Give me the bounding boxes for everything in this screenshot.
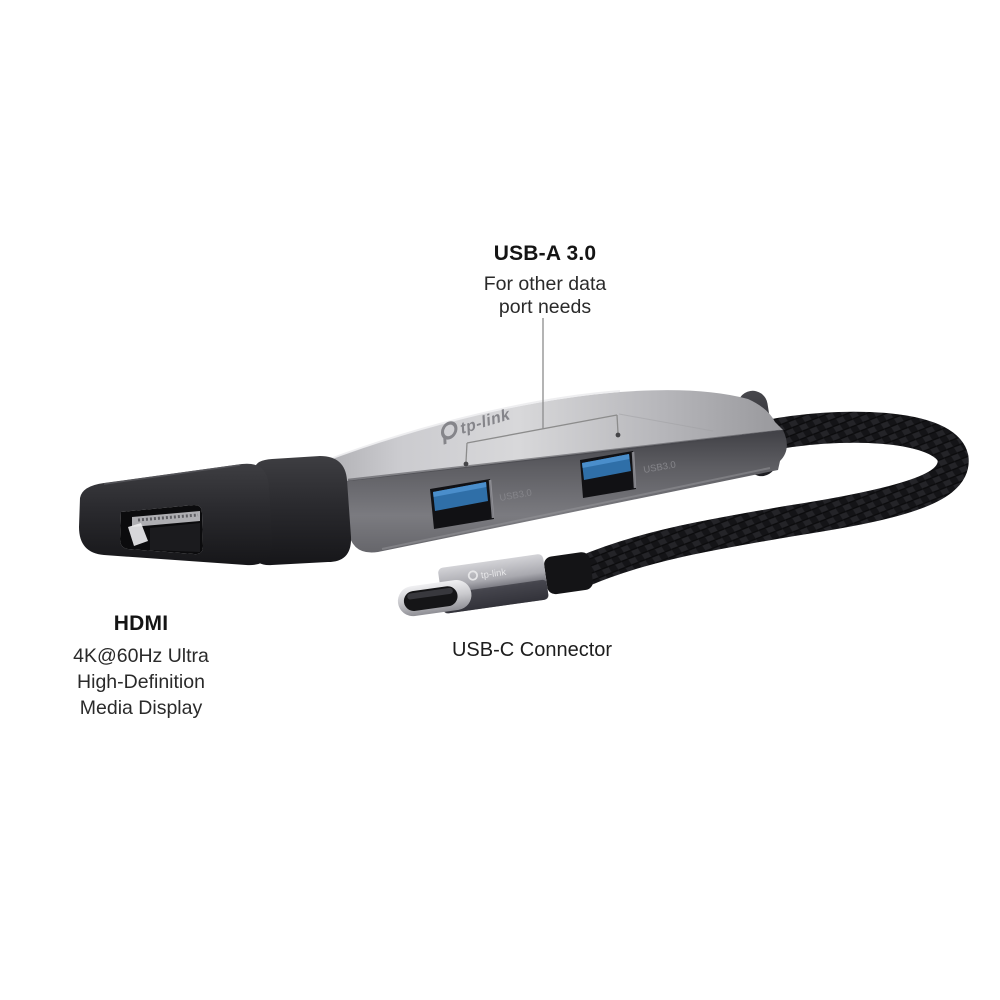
connector-logo-text: tp-link xyxy=(480,567,507,581)
usb-c-annotation-title: USB-C Connector xyxy=(451,639,613,661)
hub-ridge-line xyxy=(347,429,781,482)
usb-a-port-2 xyxy=(580,451,637,498)
hdmi-annotation-desc: 4K@60Hz Ultra High-Definition Media Disp… xyxy=(40,643,242,721)
tp-link-logo-icon xyxy=(440,421,458,440)
usb-port-tongue-highlight xyxy=(433,482,487,497)
usb-c-cable xyxy=(566,411,969,588)
connector-logo: tp-link xyxy=(467,567,507,581)
usb-c-annotation: USB-C Connector xyxy=(422,639,642,662)
usb-a-callout-drop-left xyxy=(465,442,468,463)
hub-body: tp-link USB3.0 U xyxy=(79,390,787,566)
cable-shading xyxy=(566,411,969,588)
usb-port-bevel xyxy=(488,479,495,519)
annotation-lines xyxy=(463,318,621,467)
hdmi-annotation: HDMI 4K@60Hz Ultra High-Definition Media… xyxy=(40,612,242,721)
hdmi-annotation-desc-line1: 4K@60Hz Ultra xyxy=(73,645,209,667)
usb-port-bevel xyxy=(631,451,637,489)
usb-a-annotation-desc-line1: For other data xyxy=(483,273,607,295)
hdmi-cap-edge-highlight xyxy=(103,464,241,485)
usb-c-connector: tp-link xyxy=(397,552,593,617)
usb-a-annotation-desc-line2: port needs xyxy=(498,295,592,318)
usb-a-callout-drop-right xyxy=(616,414,619,434)
connector-logo-icon xyxy=(467,570,479,581)
hdmi-port-lower xyxy=(150,523,200,552)
usb-a-annotation-desc: For other data port needs xyxy=(445,273,645,318)
hdmi-port-glint xyxy=(128,523,148,546)
hdmi-annotation-desc-line3: Media Display xyxy=(79,697,203,719)
hub-top-highlight xyxy=(303,390,621,470)
connector-tip-inner-highlight xyxy=(407,587,453,600)
hub-top-face xyxy=(302,390,783,483)
usb-a-annotation-title: USB-A 3.0 xyxy=(493,242,597,265)
hub-bottom-sheen xyxy=(381,467,771,550)
usb-a-annotation: USB-A 3.0 For other data port needs xyxy=(445,242,645,318)
hdmi-port xyxy=(120,505,203,555)
connector-body-front xyxy=(441,579,549,614)
usb-port-tongue-highlight xyxy=(582,454,630,468)
hub-top-seam xyxy=(618,413,714,432)
hdmi-annotation-title: HDMI xyxy=(113,612,169,635)
usb-a-callout-dot-left xyxy=(463,461,469,467)
usb-a-port-1 xyxy=(430,479,495,529)
usb-a-callout-dot-right xyxy=(615,432,621,438)
usb-a-callout-bracket xyxy=(466,414,618,444)
cable-braid xyxy=(566,411,969,588)
hdmi-end-cap xyxy=(79,463,272,566)
hdmi-annotation-desc-line2: High-Definition xyxy=(77,671,205,693)
hdmi-cap-collar xyxy=(255,456,352,566)
connector-strain-relief xyxy=(544,552,593,595)
